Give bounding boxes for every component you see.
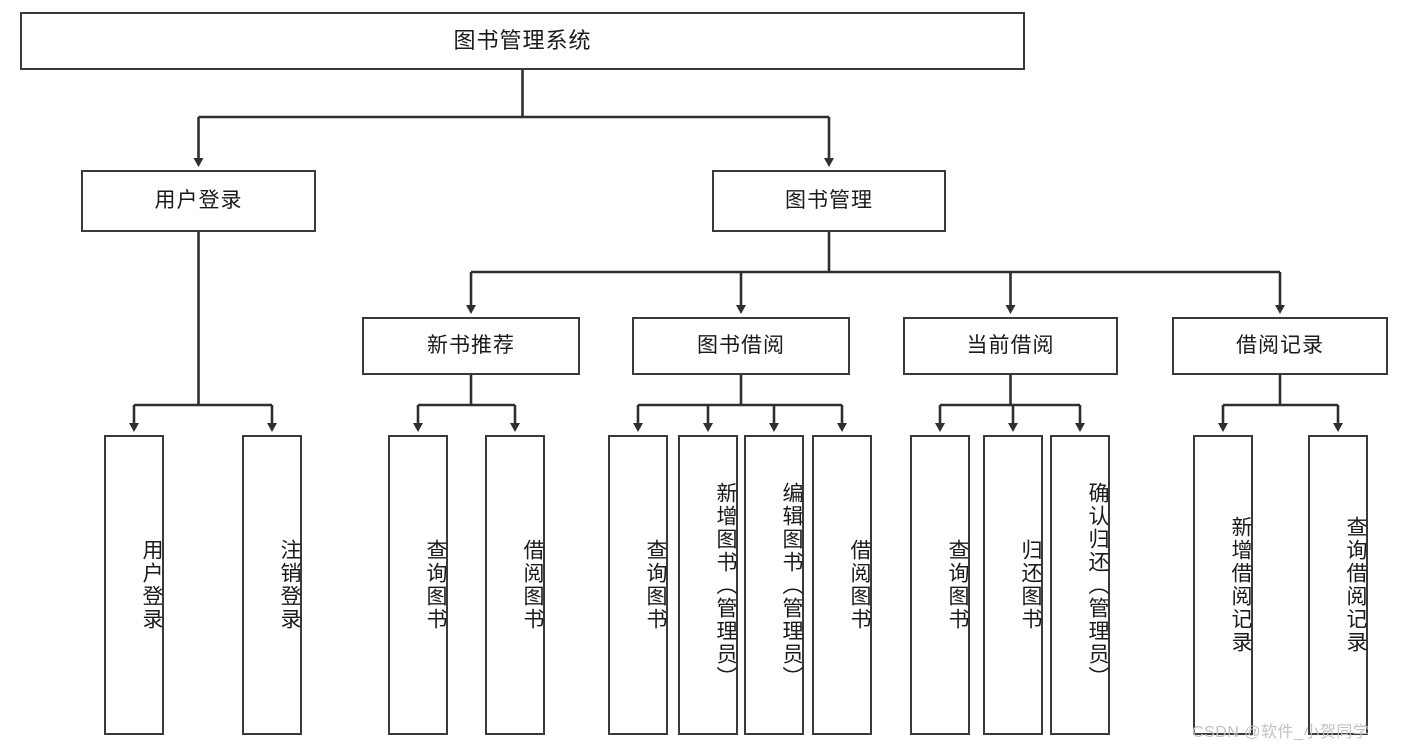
leaf-return-book[interactable]: 归还图书 [983,435,1043,735]
leaf-edit-book-admin[interactable]: 编辑图书（管理员） [744,435,804,735]
leaf-add-book-admin[interactable]: 新增图书（管理员） [678,435,738,735]
leaf-query-book-borrow[interactable]: 查询图书 [608,435,668,735]
node-book-borrow[interactable]: 图书借阅 [632,317,850,375]
leaf-logout[interactable]: 注销登录 [242,435,302,735]
leaf-borrow-book-recommend[interactable]: 借阅图书 [485,435,545,735]
leaf-query-book-recommend[interactable]: 查询图书 [388,435,448,735]
leaf-add-borrow-record[interactable]: 新增借阅记录 [1193,435,1253,735]
leaf-user-login[interactable]: 用户登录 [104,435,164,735]
csdn-watermark: CSDN @软件_小贺同学 [1192,724,1370,741]
leaf-confirm-return-admin[interactable]: 确认归还（管理员） [1050,435,1110,735]
node-user-login[interactable]: 用户登录 [81,170,316,232]
leaf-borrow-book[interactable]: 借阅图书 [812,435,872,735]
leaf-query-book-current[interactable]: 查询图书 [910,435,970,735]
leaf-query-borrow-record[interactable]: 查询借阅记录 [1308,435,1368,735]
node-borrow-record[interactable]: 借阅记录 [1172,317,1388,375]
node-new-book-recommend[interactable]: 新书推荐 [362,317,580,375]
node-book-management[interactable]: 图书管理 [712,170,946,232]
node-current-borrow[interactable]: 当前借阅 [903,317,1118,375]
node-root-system[interactable]: 图书管理系统 [20,12,1025,70]
